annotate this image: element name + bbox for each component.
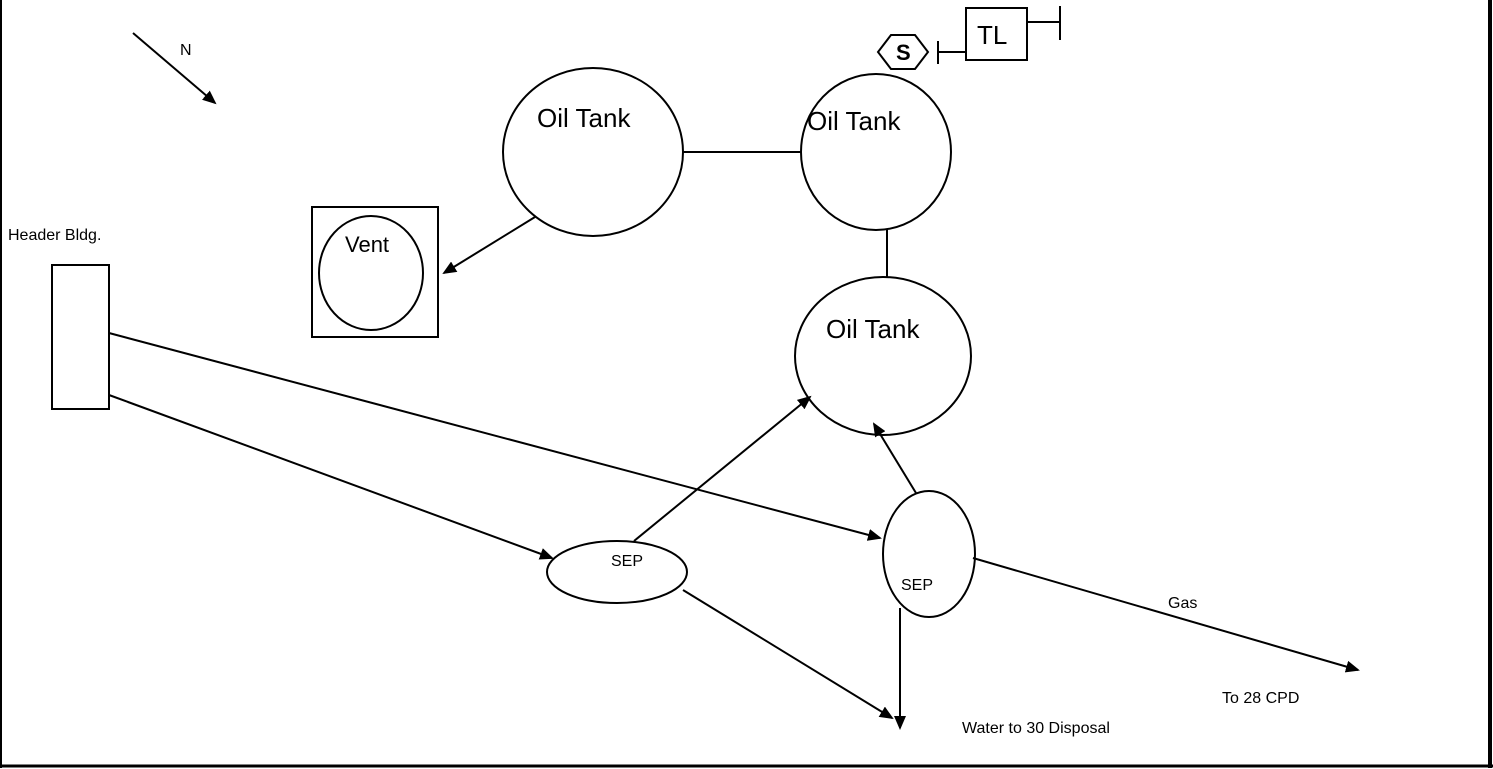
s-hexagon (876, 34, 930, 70)
header-to-sep1-line (108, 394, 554, 560)
separator-2 (882, 490, 976, 618)
vent-box (311, 206, 439, 338)
north-label: N (180, 42, 192, 59)
vent-circle (318, 215, 424, 331)
oil-tank-3 (794, 276, 972, 436)
separator-2-label: SEP (901, 577, 933, 594)
header-to-sep2-line (108, 332, 882, 541)
tl-box (965, 7, 1028, 61)
oil-tank-3-label: Oil Tank (826, 314, 920, 344)
north-arrow (132, 32, 217, 105)
tl-box-label: TL (977, 20, 1007, 50)
sep1-water-arrow (682, 589, 894, 720)
oil-tank-2 (800, 73, 952, 231)
oil-tank-2-label: Oil Tank (807, 106, 901, 136)
s-hexagon-label: S (896, 40, 911, 65)
vent-label: Vent (345, 232, 389, 257)
gas-label: Gas (1168, 595, 1197, 612)
header-building (51, 264, 110, 410)
tank-to-vent-arrow (442, 216, 536, 275)
sep1-to-tank3-arrow (633, 395, 812, 542)
sep2-to-tank3-arrow (872, 422, 917, 494)
header-building-label: Header Bldg. (8, 227, 101, 244)
gas-destination-label: To 28 CPD (1222, 690, 1299, 707)
separator-1-label: SEP (611, 553, 643, 570)
oil-tank-1 (502, 67, 684, 237)
gas-arrow (972, 557, 1360, 673)
water-destination-label: Water to 30 Disposal (962, 720, 1110, 737)
oil-tank-1-label: Oil Tank (537, 103, 631, 133)
separator-1 (546, 540, 688, 604)
